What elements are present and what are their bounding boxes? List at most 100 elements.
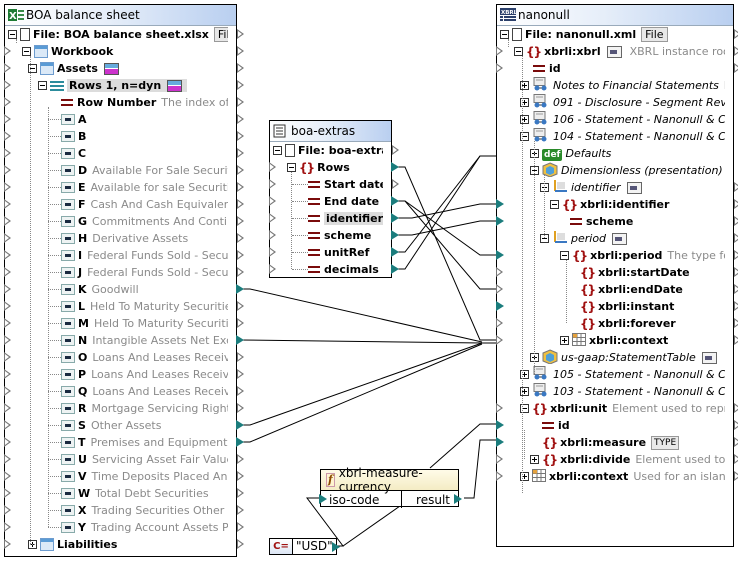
constant-value[interactable]: "USD" — [296, 539, 333, 553]
presentation-group-node[interactable]: 103 - Statement - Nanonull & Conso — [497, 383, 733, 400]
function-title-bar[interactable]: f xbrl-measure-currency — [321, 466, 458, 494]
context-menu-icon[interactable] — [606, 45, 622, 58]
collapse-icon[interactable] — [8, 30, 17, 39]
collapse-icon[interactable] — [287, 163, 296, 172]
output-connector[interactable] — [734, 182, 738, 192]
output-connector[interactable] — [237, 216, 244, 226]
output-connector[interactable] — [391, 230, 399, 240]
function-input-iso-code[interactable]: iso-code — [319, 491, 402, 508]
input-connector[interactable] — [4, 352, 11, 362]
function-output-result[interactable]: result — [402, 491, 462, 508]
output-connector[interactable] — [391, 162, 399, 172]
period-dimension-node[interactable]: period — [497, 230, 738, 247]
boa-balance-sheet-component[interactable]: X BOA balance sheet File: BOA balance sh… — [4, 4, 244, 557]
input-connector[interactable] — [4, 403, 11, 413]
input-connector[interactable] — [4, 420, 11, 430]
collapse-icon[interactable] — [273, 146, 282, 155]
output-connector[interactable] — [734, 454, 738, 464]
output-connector[interactable] — [391, 196, 399, 206]
input-connector[interactable] — [4, 199, 11, 209]
input-connector[interactable] — [269, 196, 276, 206]
input-connector[interactable] — [4, 114, 11, 124]
output-connector[interactable] — [734, 199, 738, 209]
field-node-unitref[interactable]: unitRef — [269, 244, 399, 261]
constant-usd[interactable]: C= "USD" — [269, 538, 340, 555]
dynamic-rows-icon[interactable] — [103, 62, 119, 75]
output-connector[interactable] — [237, 369, 244, 379]
expand-icon[interactable] — [520, 115, 529, 124]
output-connector[interactable] — [237, 148, 244, 158]
output-connector[interactable] — [734, 250, 738, 260]
output-connector[interactable] — [237, 318, 244, 328]
collapse-icon[interactable] — [520, 132, 529, 141]
assets-sheet-node[interactable]: Assets — [4, 60, 244, 77]
unit-id-node[interactable]: id — [496, 417, 738, 434]
input-connector[interactable] — [269, 247, 276, 257]
input-connector[interactable] — [319, 494, 327, 504]
column-node-a[interactable]: A — [4, 111, 244, 128]
output-connector[interactable] — [237, 97, 244, 107]
input-connector[interactable] — [496, 403, 503, 413]
input-connector[interactable] — [496, 250, 504, 260]
input-connector[interactable] — [496, 318, 503, 328]
component-title-bar[interactable]: XBRL nanonull — [497, 5, 733, 26]
output-connector[interactable] — [237, 29, 244, 39]
input-connector[interactable] — [269, 213, 276, 223]
output-connector[interactable] — [237, 250, 244, 260]
output-connector[interactable] — [237, 267, 244, 277]
output-connector[interactable] — [734, 335, 738, 345]
input-connector[interactable] — [4, 131, 11, 141]
collapse-icon[interactable] — [560, 251, 569, 260]
input-connector[interactable] — [496, 199, 504, 209]
field-node-scheme[interactable]: scheme — [269, 227, 399, 244]
xbrli-context-node[interactable]: xbrli:context — [496, 332, 738, 349]
expand-icon[interactable] — [560, 336, 569, 345]
statement-table-node[interactable]: us-gaap:StatementTable — [497, 349, 733, 366]
output-connector[interactable] — [236, 437, 244, 447]
input-connector[interactable] — [496, 471, 503, 481]
input-connector[interactable] — [269, 230, 276, 240]
output-connector[interactable] — [391, 213, 399, 223]
input-connector[interactable] — [496, 335, 503, 345]
input-connector[interactable] — [4, 454, 11, 464]
output-connector[interactable] — [734, 437, 738, 447]
output-connector[interactable] — [237, 114, 244, 124]
output-connector[interactable] — [237, 505, 244, 515]
output-connector[interactable] — [237, 233, 244, 243]
output-connector[interactable] — [734, 403, 738, 413]
input-connector[interactable] — [4, 250, 11, 260]
input-connector[interactable] — [269, 179, 276, 189]
component-title-bar[interactable]: X BOA balance sheet — [5, 5, 236, 26]
output-connector[interactable] — [734, 233, 738, 243]
file-button[interactable]: File — [213, 27, 228, 42]
output-connector[interactable] — [237, 539, 244, 549]
output-connector[interactable] — [734, 63, 738, 73]
presentation-group-node[interactable]: 104 - Statement - Nanonull & Conso — [497, 128, 733, 145]
input-connector[interactable] — [4, 46, 11, 56]
period-child-node[interactable]: {}xbrli:startDate — [496, 264, 738, 281]
file-button[interactable]: File — [641, 27, 668, 42]
input-connector[interactable] — [4, 522, 11, 532]
output-connector[interactable] — [237, 403, 244, 413]
input-connector[interactable] — [269, 264, 276, 274]
expand-icon[interactable] — [530, 455, 539, 464]
input-connector[interactable] — [496, 216, 504, 226]
context-menu-icon[interactable] — [701, 351, 717, 364]
output-connector[interactable] — [392, 145, 399, 155]
